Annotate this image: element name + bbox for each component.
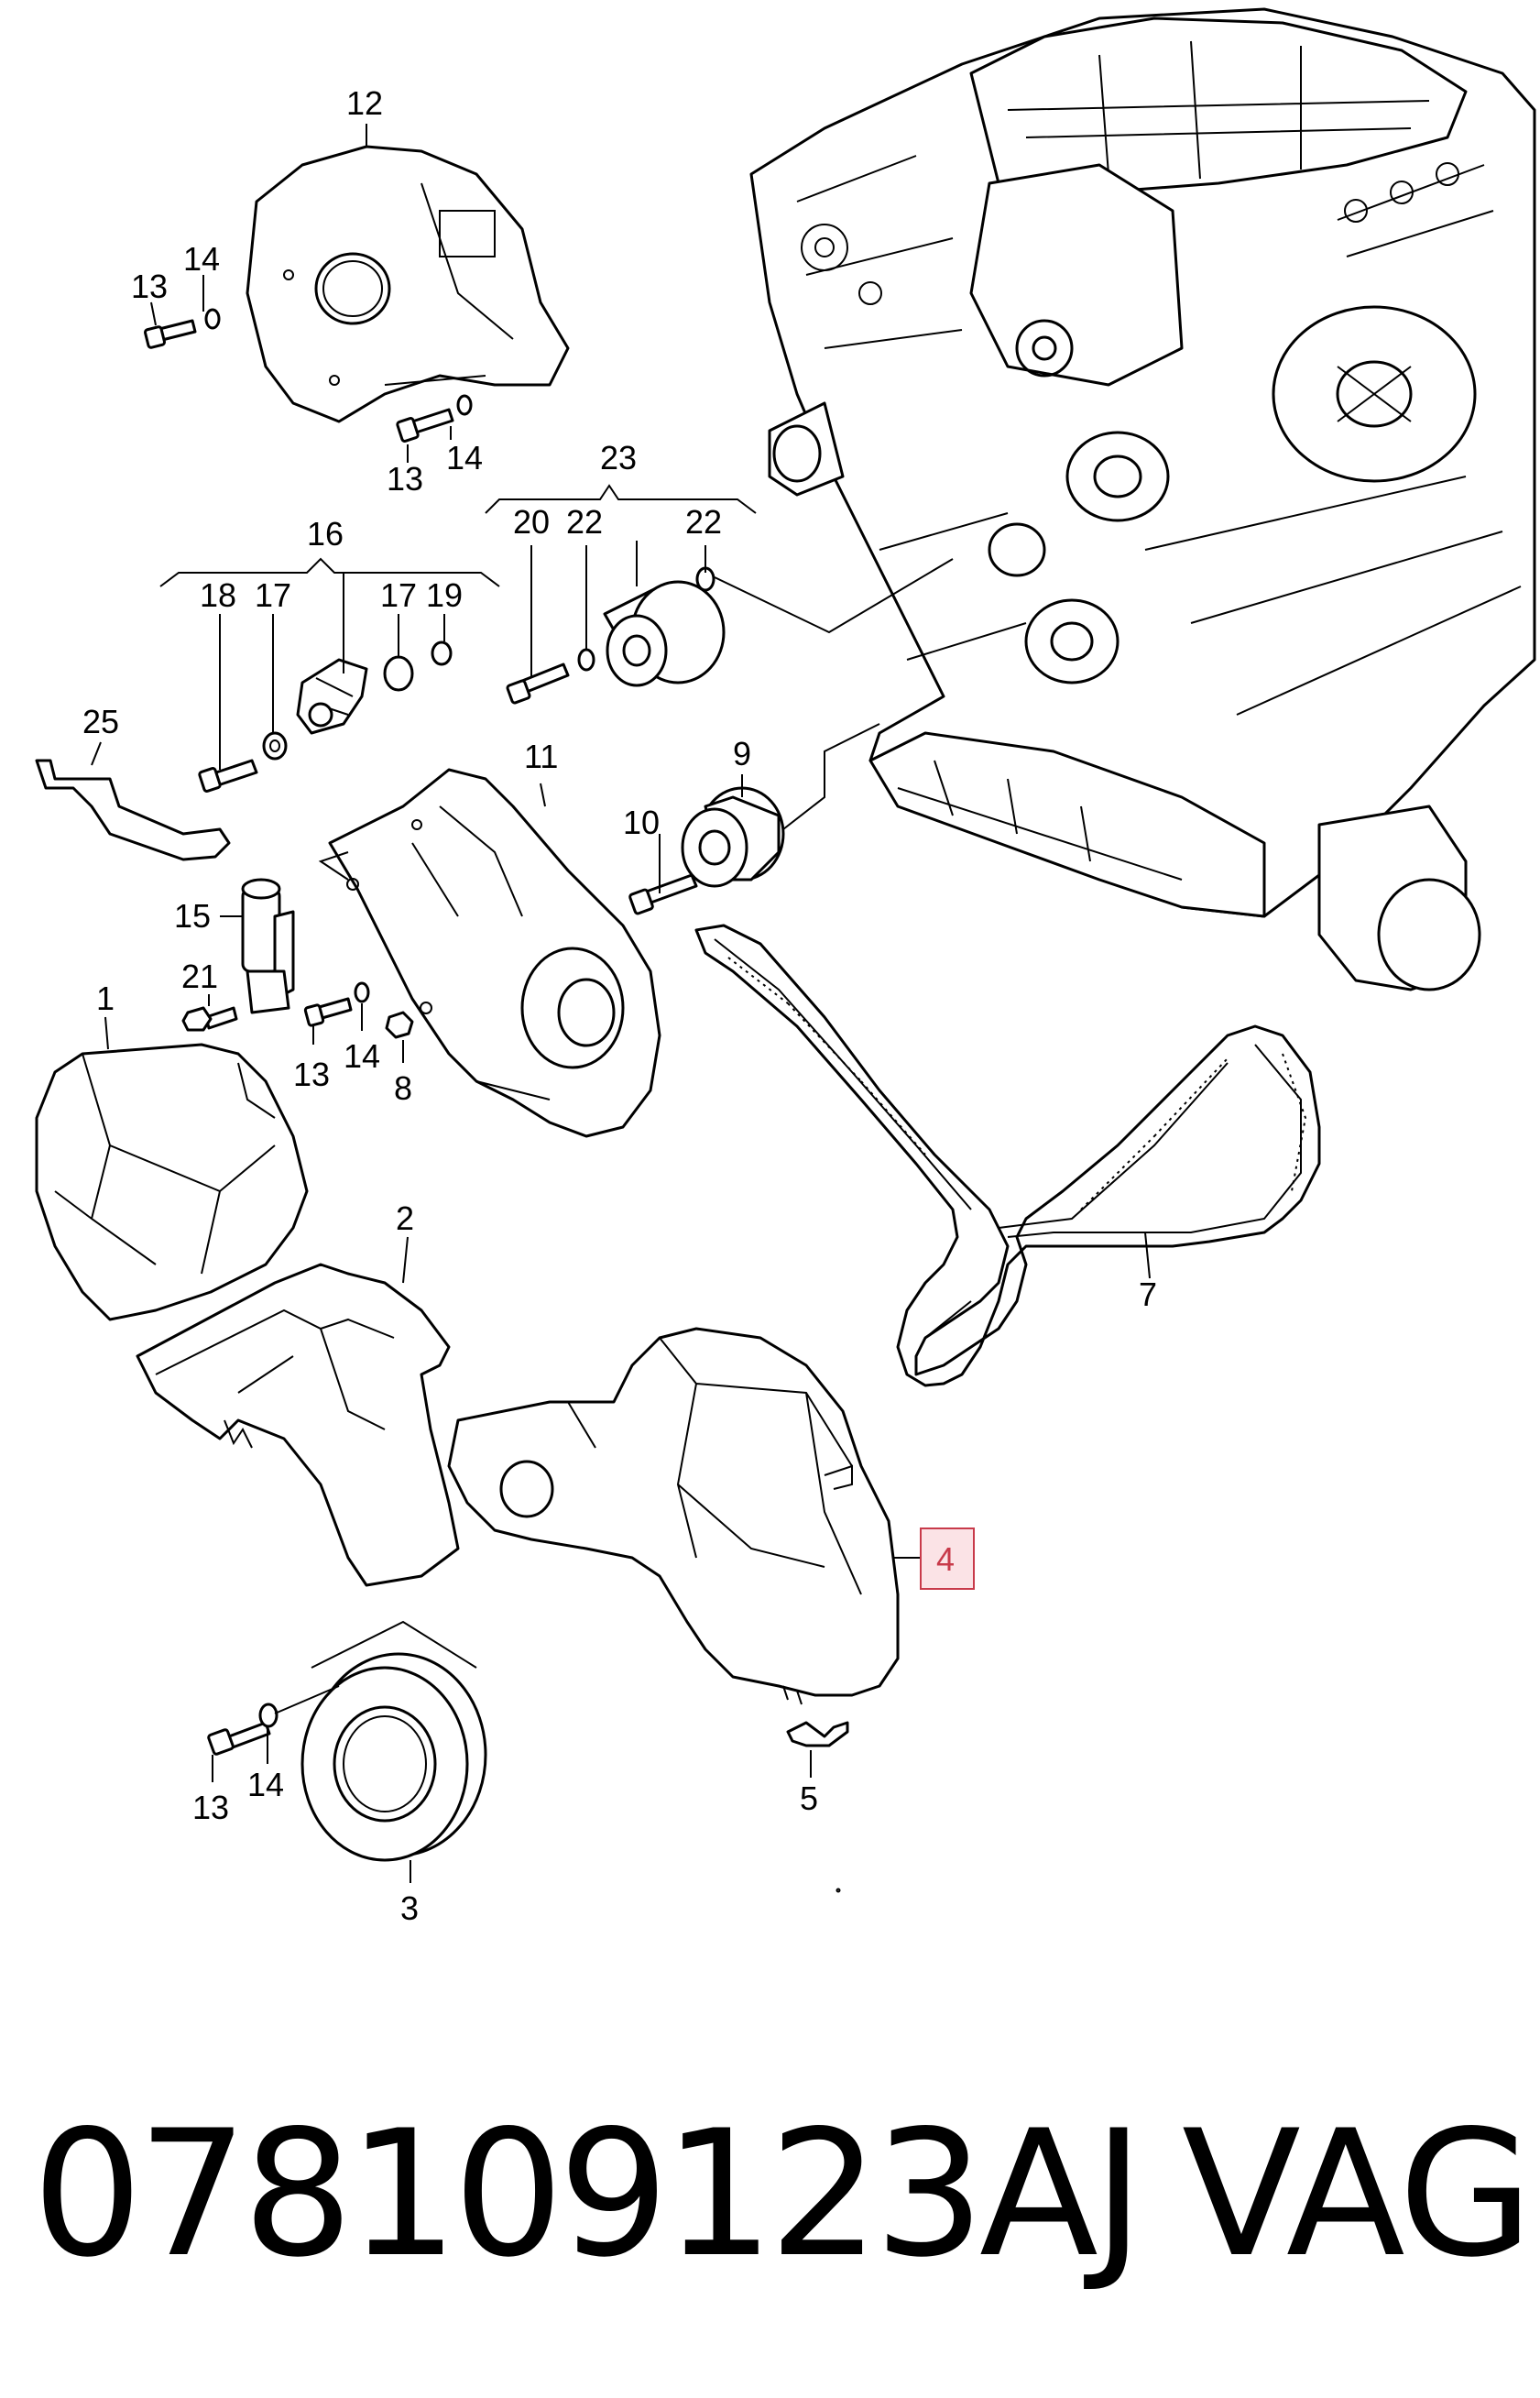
callout-19: 19 [426,576,463,614]
leader-lines [91,124,1151,1883]
part-23-tensioner-pulley [603,580,726,687]
callout-labels: 12 14 13 13 14 23 20 22 22 16 18 17 17 1… [82,84,1157,1927]
callout-3: 3 [400,1889,419,1927]
washer-17-right [383,655,414,692]
callout-1: 1 [96,980,115,1017]
callout-21: 21 [181,958,218,995]
callout-14: 14 [183,240,220,278]
part-16-tensioner-bracket [296,658,368,735]
callout-20: 20 [513,503,550,541]
bolt-13-washer-14-lower [396,394,473,443]
bolt-21 [181,1006,238,1032]
callout-14: 14 [247,1766,284,1803]
callout-8: 8 [394,1069,412,1107]
bolt-10 [628,873,698,915]
part-3-crank-pulley [300,1620,487,1862]
bolt-20-washer-22 [506,648,595,705]
callout-5: 5 [800,1779,818,1817]
callout-14: 14 [446,439,483,476]
callout-13: 13 [387,460,423,498]
part-number-text: 078109123AJ [32,2093,1144,2295]
brand-text: VAG [1182,2093,1534,2295]
callout-25: 25 [82,703,119,740]
callout-16: 16 [307,515,344,553]
bolt-18-washer-17 [198,731,288,793]
part-4-lower-cover [447,1327,900,1705]
connector-9-to-engine [782,723,880,830]
part-2-middle-cover [136,1263,460,1587]
callout-18: 18 [200,576,236,614]
callout-7: 7 [1139,1276,1157,1313]
connector-to-engine [714,558,954,634]
washer-19 [431,641,453,666]
callout-14: 14 [344,1037,380,1075]
part-11-timing-cover [318,768,661,1138]
part-7-timing-belt [694,924,1321,1387]
bolt-13-washer-14-upper-left [143,308,221,349]
callout-22: 22 [566,503,603,541]
part-5-clip [786,1721,849,1747]
nut-8 [385,1011,414,1039]
callout-4-highlight[interactable]: 4 [920,1527,975,1590]
callout-2: 2 [396,1199,414,1237]
engine-block-illustration [749,7,1536,991]
part-12-upper-timing-cover [246,145,570,423]
callout-11: 11 [524,738,558,775]
stray-dot [836,1888,841,1893]
exploded-parts-diagram: 12 14 13 13 14 23 20 22 22 16 18 17 17 1… [35,7,1536,1927]
callout-12: 12 [346,84,383,122]
part-15-sensor [241,878,295,1014]
callout-22: 22 [685,503,722,541]
callout-13: 13 [131,268,168,305]
callout-17: 17 [380,576,417,614]
part-25-bracket [35,759,231,861]
callout-4: 4 [936,1540,955,1578]
callout-15: 15 [174,897,211,935]
bolt-13-washer-14-mid [303,981,370,1027]
callout-9: 9 [733,735,751,772]
callout-17: 17 [255,576,291,614]
highlight-box [920,1527,975,1590]
callout-13: 13 [192,1789,229,1826]
bolt-13-washer-14-lower-left [207,1685,340,1756]
callout-23: 23 [600,439,637,476]
part-1-front-cover [35,1043,309,1321]
part-9-idler-pulley [681,786,785,888]
callout-10: 10 [623,804,660,841]
callout-13: 13 [293,1056,330,1093]
